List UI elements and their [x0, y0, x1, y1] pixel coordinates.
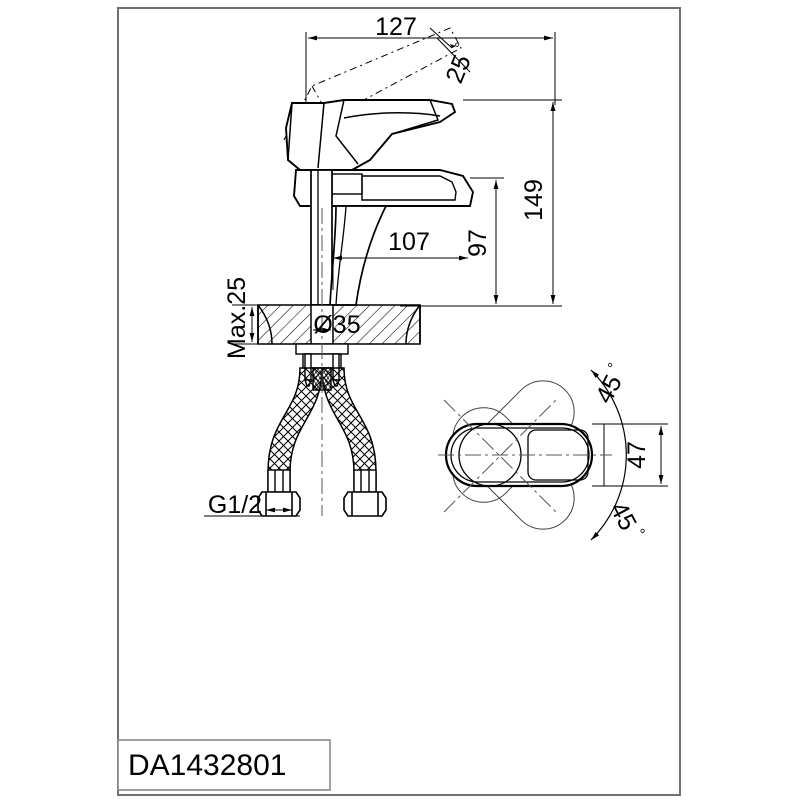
degree-symbol-45-lower: °	[630, 526, 648, 539]
dimension-107	[332, 252, 468, 290]
product-code-label: DA1432801	[128, 749, 286, 782]
dimension-149	[400, 99, 562, 307]
connector-nut-right	[343, 491, 387, 517]
connector-nut-left	[257, 491, 301, 517]
lever-handle	[285, 99, 457, 171]
title-block: DA1432801	[117, 739, 331, 791]
dimension-label-diameter-35: Ø35	[313, 311, 360, 339]
dimension-g12	[204, 507, 300, 517]
sheet-frame	[117, 7, 681, 796]
lever-handle-detail-lines	[287, 99, 441, 169]
dimension-label-149: 149	[520, 179, 548, 221]
dimension-25-degree	[429, 27, 471, 73]
dimension-label-45-degree-upper: 45	[590, 370, 628, 408]
centre-lines-top	[438, 399, 612, 513]
dimension-max25	[232, 304, 262, 345]
swivel-range-arc	[590, 369, 627, 541]
dimension-label-97: 97	[464, 229, 492, 257]
top-plan-view	[438, 369, 668, 541]
degree-symbol-25: °	[452, 40, 470, 52]
dimension-label-47: 47	[623, 441, 651, 469]
front-elevation-view	[204, 27, 562, 517]
dimension-label-g12: G1/2	[208, 491, 262, 519]
hose-ferrule-right	[353, 469, 377, 493]
degree-symbol-45-upper: °	[605, 360, 623, 373]
dimension-label-45-degree-lower: 45	[604, 497, 642, 535]
spout-head	[293, 169, 475, 207]
dimension-label-127: 127	[375, 13, 417, 41]
spout-curved-body	[329, 205, 388, 306]
dimension-label-107: 107	[388, 228, 430, 256]
spout-curved-body-detail	[335, 205, 386, 306]
hose-ferrule-left	[267, 469, 291, 493]
dimension-label-max25: Max.25	[223, 277, 251, 359]
